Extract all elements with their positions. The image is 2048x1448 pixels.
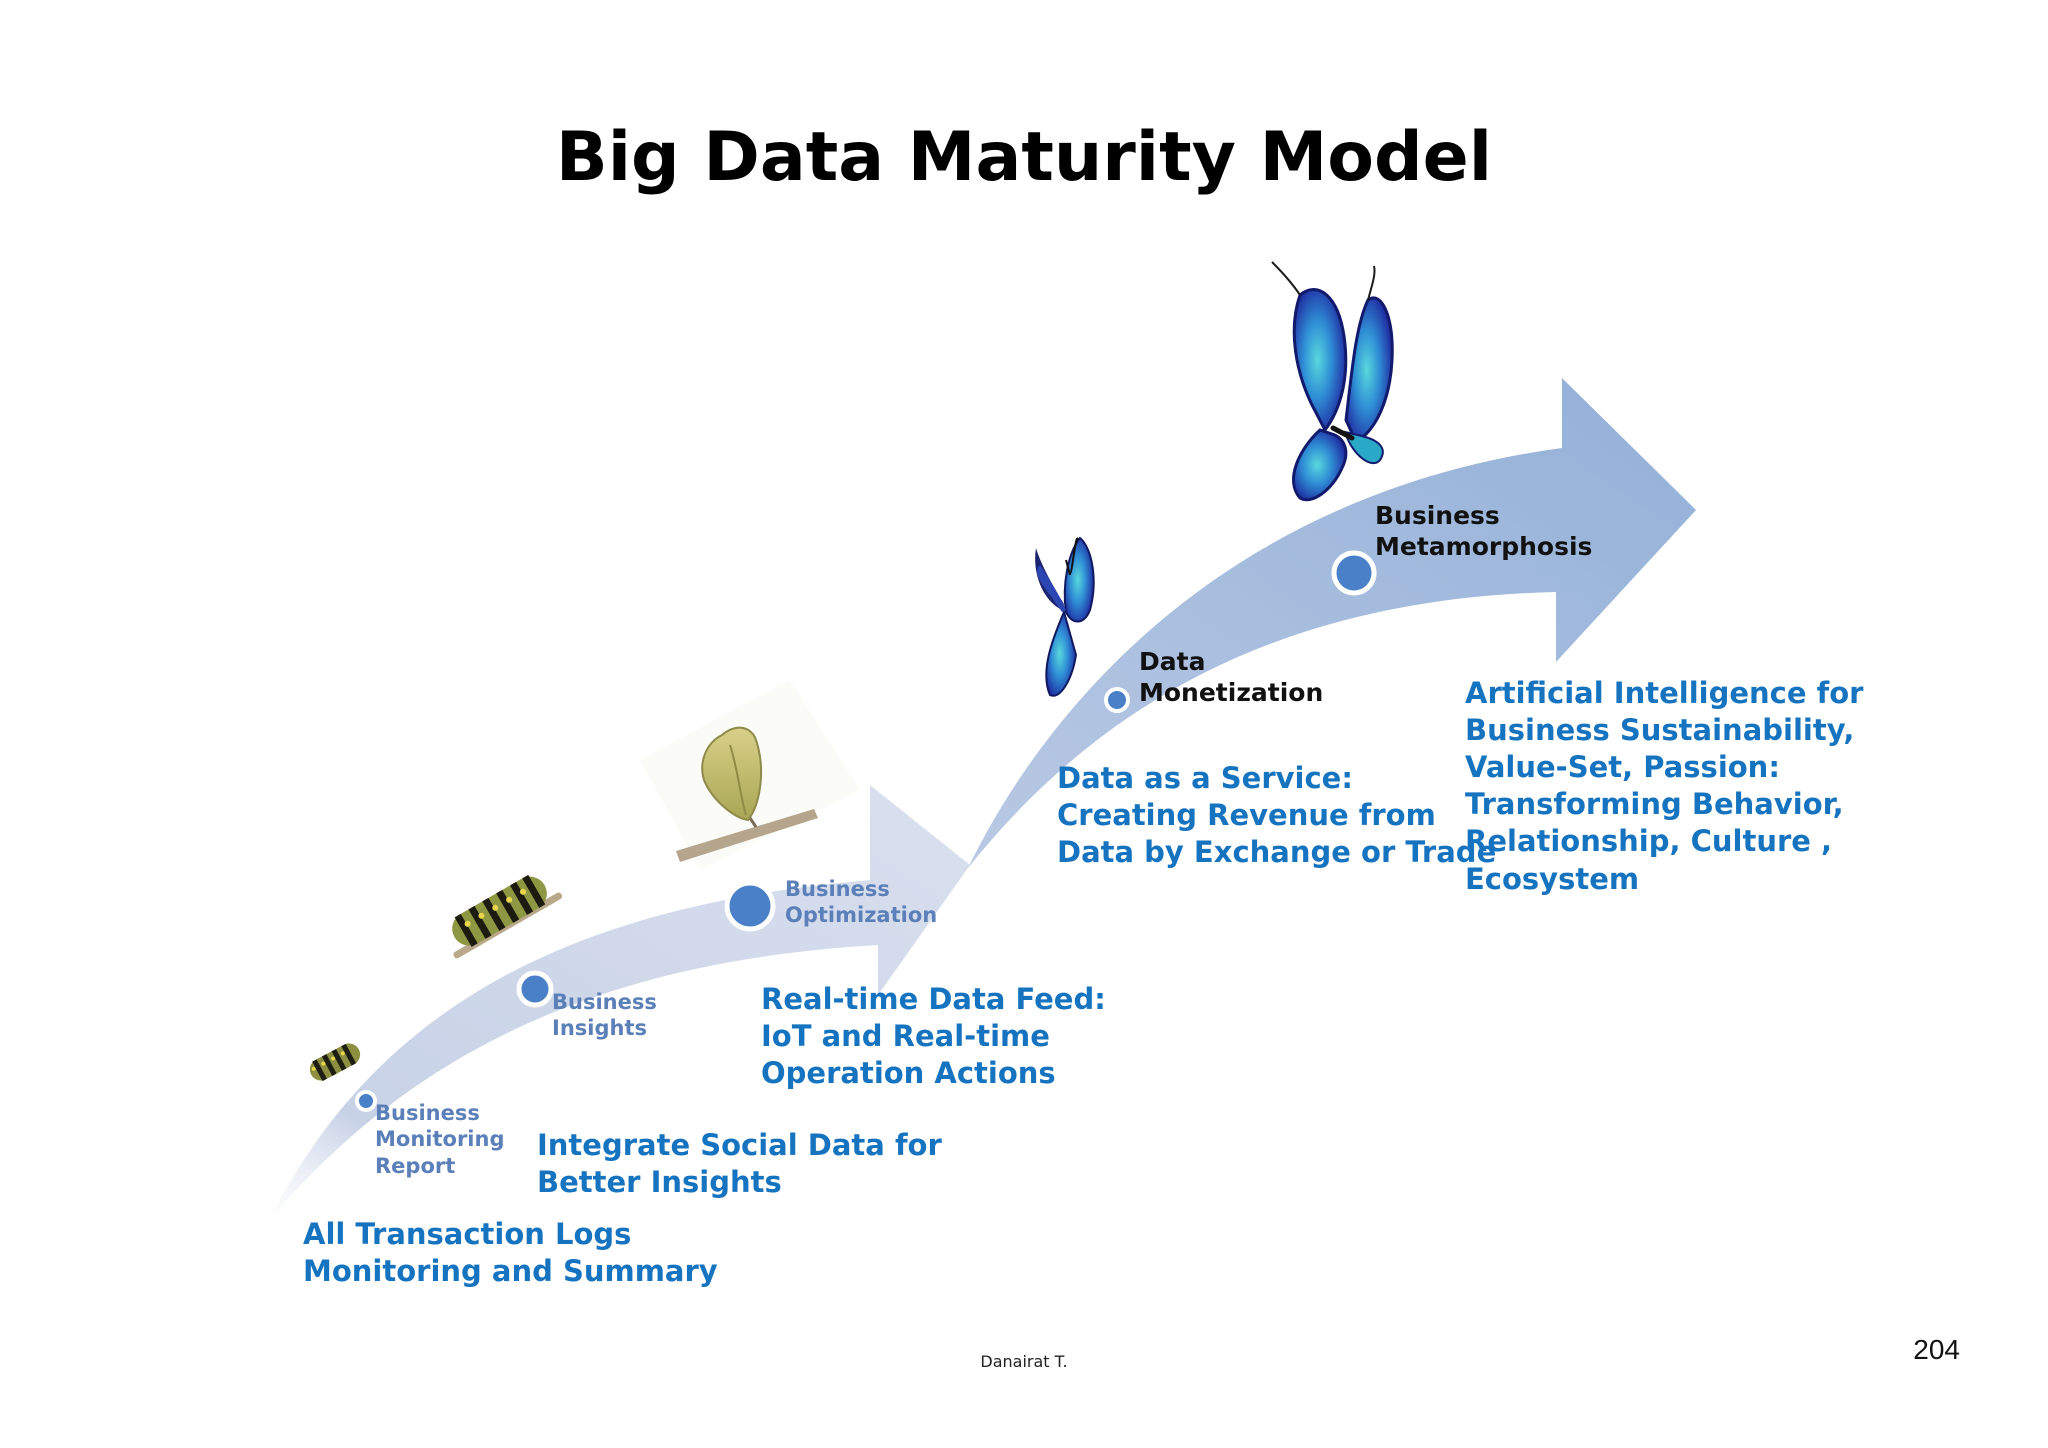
node-business-metamorphosis [1331, 550, 1377, 596]
description-line: Value-Set, Passion: [1465, 750, 1780, 785]
stage-label-line: Business [785, 877, 890, 901]
stage-label-data-monetization: Data Monetization [1139, 646, 1323, 709]
description-line: Creating Revenue from [1057, 798, 1436, 833]
description-line: Business Sustainability, [1465, 713, 1855, 748]
stage-label-business-metamorphosis: Business Metamorphosis [1375, 500, 1592, 563]
description-line: Real-time Data Feed: [761, 982, 1106, 1016]
description-line: Operation Actions [761, 1056, 1056, 1091]
description-line: Artificial Intelligence for [1465, 676, 1864, 710]
slide-title: Big Data Maturity Model [555, 118, 1493, 197]
description-line: Integrate Social Data for [537, 1128, 942, 1162]
footer-author: Danairat T. [980, 1352, 1068, 1371]
lower-arrow [268, 785, 970, 1222]
stage-label-line: Business [375, 1101, 480, 1125]
description-line: Better Insights [537, 1165, 782, 1200]
stage-description-business-optimization: Real-time Data Feed: IoT and Real-time O… [761, 981, 1106, 1092]
upper-arrow [968, 378, 1696, 868]
stage-label-line: Report [375, 1153, 456, 1178]
node-business-optimization [724, 880, 776, 932]
stage-label-business-monitoring-report: Business Monitoring Report [375, 1100, 504, 1179]
stage-description-business-insights: Integrate Social Data for Better Insight… [537, 1127, 942, 1201]
stage-description-business-monitoring-report: All Transaction Logs Monitoring and Summ… [303, 1216, 718, 1290]
stage-label-business-insights: Business Insights [552, 989, 657, 1042]
node-business-insights [516, 970, 554, 1008]
description-line: Transforming Behavior, [1465, 787, 1844, 822]
stage-description-data-monetization: Data as a Service: Creating Revenue from… [1057, 760, 1496, 871]
node-data-monetization [1104, 687, 1130, 713]
stage-label-business-optimization: Business Optimization [785, 876, 937, 929]
chrysalis-icon [640, 680, 860, 870]
description-line: Ecosystem [1465, 861, 1640, 896]
butterfly-large-icon [1271, 261, 1394, 502]
caterpillar-small-icon [309, 1043, 361, 1082]
description-line: Data as a Service: [1057, 761, 1353, 795]
stage-label-line: Monitoring [375, 1127, 505, 1152]
description-line: Relationship, Culture , [1465, 824, 1833, 859]
description-line: Monitoring and Summary [303, 1254, 718, 1289]
butterfly-small-icon [1035, 536, 1095, 697]
stage-label-line: Business [1375, 501, 1500, 530]
caterpillar-large-icon [452, 874, 563, 959]
description-line: Data by Exchange or Trade [1057, 835, 1497, 870]
description-line: All Transaction Logs [303, 1217, 632, 1251]
page-number: 204 [1913, 1334, 1960, 1365]
stage-label-line: Business [552, 990, 657, 1014]
stage-label-line: Insights [552, 1016, 647, 1041]
stage-label-line: Monetization [1139, 678, 1324, 708]
node-business-monitoring-report [355, 1090, 377, 1112]
stage-label-line: Optimization [785, 903, 938, 928]
stage-label-line: Data [1139, 647, 1206, 676]
stage-label-line: Metamorphosis [1375, 532, 1593, 562]
description-line: IoT and Real-time [761, 1019, 1050, 1054]
stage-description-business-metamorphosis: Artificial Intelligence for Business Sus… [1465, 675, 1863, 898]
